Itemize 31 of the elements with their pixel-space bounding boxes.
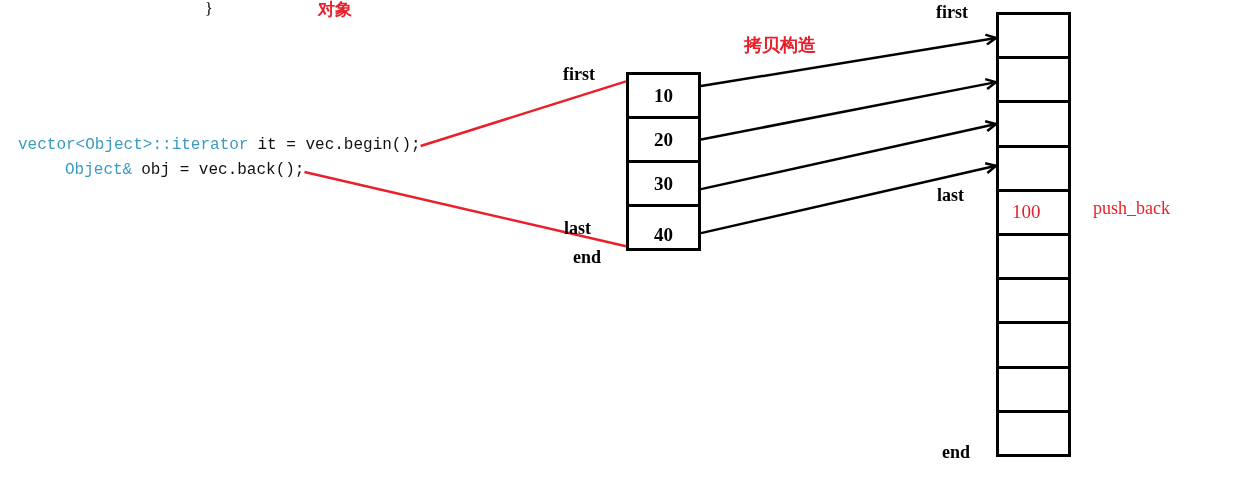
code-text: obj = vec.back(); <box>141 160 305 180</box>
arrow <box>700 120 998 191</box>
cell-value: 40 <box>654 224 673 247</box>
array-cell <box>996 100 1071 148</box>
cell-value: 100 <box>1011 201 1041 224</box>
array-cell <box>626 160 701 207</box>
text-label: 对象 <box>318 1 352 20</box>
text-label: 拷贝构造 <box>744 36 816 56</box>
cell-value: 30 <box>654 172 673 195</box>
text-label: end <box>942 443 970 463</box>
text-label: end <box>573 248 601 268</box>
array-cell <box>626 72 701 119</box>
text-label: } <box>205 0 213 18</box>
text-label: last <box>937 186 964 206</box>
array-cell <box>996 321 1071 369</box>
array-cell <box>626 204 701 251</box>
arrow <box>700 33 998 88</box>
text-label: first <box>563 65 595 85</box>
arrow <box>700 77 998 141</box>
code-type: vector<Object>::iterator <box>18 135 249 155</box>
connector-line <box>420 80 627 148</box>
code-text: it = vec.begin(); <box>257 135 421 155</box>
array-cell <box>626 116 701 163</box>
text-label: first <box>936 3 968 23</box>
cell-value: 10 <box>654 84 673 107</box>
cell-value: 20 <box>654 128 673 151</box>
arrow <box>700 161 998 235</box>
connector-line <box>304 170 627 248</box>
text-label: last <box>564 219 591 239</box>
code-type: Object& <box>65 160 133 180</box>
text-label: push_back <box>1093 199 1170 219</box>
